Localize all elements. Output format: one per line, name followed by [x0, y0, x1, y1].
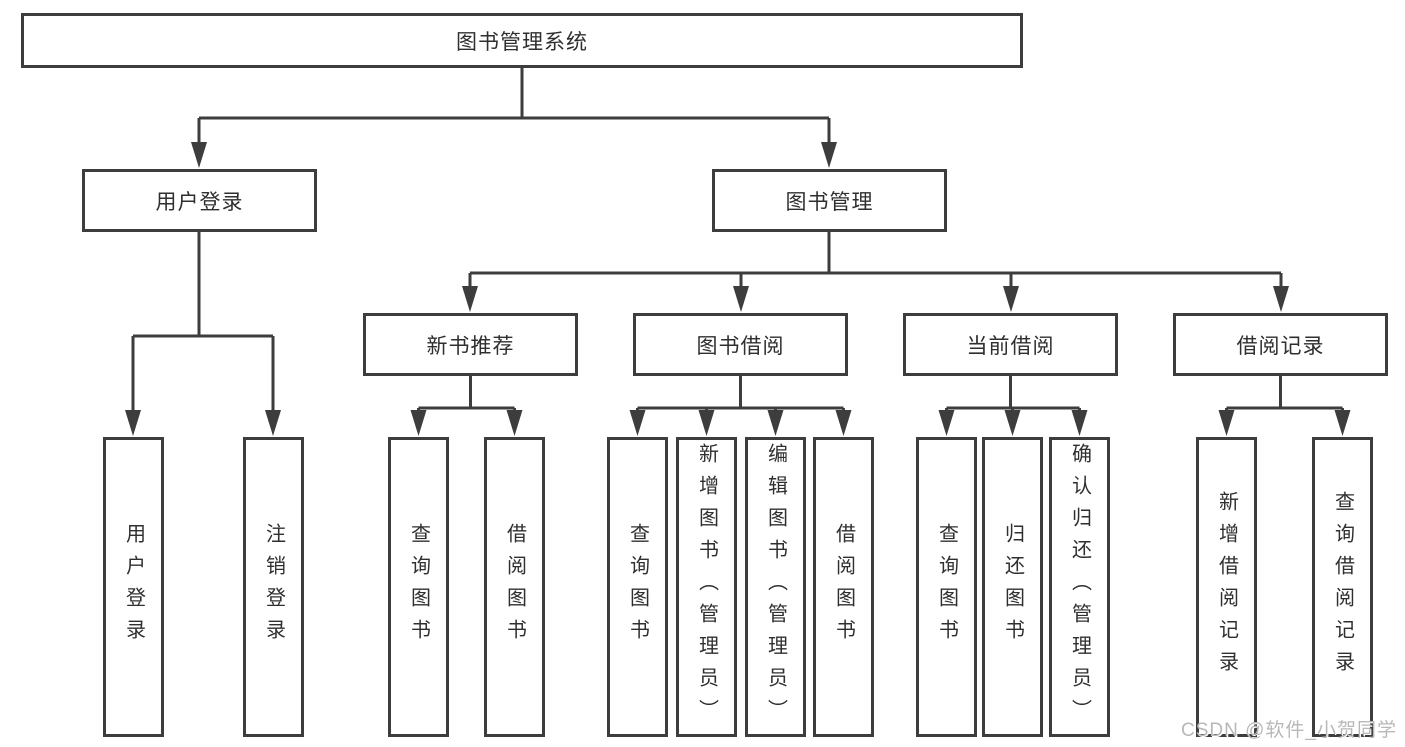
arrowhead	[410, 410, 427, 436]
leaf-borrow-books: 借阅图书	[813, 437, 874, 737]
arrowhead	[767, 410, 784, 436]
leaf-logout-label: 注销登录	[262, 523, 285, 651]
leaf-query-books-label: 查询图书	[407, 523, 430, 651]
leaf-query-books: 查询图书	[607, 437, 668, 737]
node-borrow-records-label: 借阅记录	[1236, 334, 1325, 358]
leaf-query-books-label: 查询图书	[935, 523, 958, 651]
arrowhead	[1071, 410, 1088, 436]
arrowhead	[733, 286, 749, 312]
arrowhead	[938, 410, 955, 436]
leaf-add-books-admin-label: 新增图书（管理员）	[695, 443, 718, 731]
connector-borrowing-to-leaves	[636, 376, 845, 412]
connector-root-to-level2	[197, 68, 831, 144]
leaf-logout: 注销登录	[243, 437, 304, 737]
arrowhead	[1334, 410, 1351, 436]
leaf-user-login-label: 用户登录	[122, 523, 145, 651]
arrowhead	[125, 410, 141, 436]
leaf-user-login: 用户登录	[103, 437, 164, 737]
leaf-borrow-books-label: 借阅图书	[832, 523, 855, 651]
node-user-login: 用户登录	[82, 169, 317, 232]
arrowhead	[1218, 410, 1235, 436]
leaf-return-books: 归还图书	[982, 437, 1043, 737]
leaf-edit-books-admin: 编辑图书（管理员）	[745, 437, 806, 737]
node-new-book-recommendation-label: 新书推荐	[426, 334, 515, 358]
leaf-confirm-return-admin: 确认归还（管理员）	[1049, 437, 1110, 737]
leaf-return-books-label: 归还图书	[1001, 523, 1024, 651]
connector-records-to-leaves	[1225, 376, 1344, 412]
arrowhead	[698, 410, 715, 436]
leaf-edit-books-admin-label: 编辑图书（管理员）	[764, 443, 787, 731]
connector-bookmgmt-to-level3	[468, 232, 1283, 288]
arrowhead	[462, 286, 478, 312]
arrowhead	[191, 142, 207, 168]
arrowhead	[629, 410, 646, 436]
arrowhead	[835, 410, 852, 436]
leaf-query-borrow-record: 查询借阅记录	[1312, 437, 1373, 737]
arrowhead	[821, 142, 837, 168]
leaf-add-books-admin: 新增图书（管理员）	[676, 437, 737, 737]
arrowhead	[1003, 286, 1019, 312]
connector-userlogin-to-leaves	[131, 232, 275, 412]
arrowhead	[506, 410, 523, 436]
node-library-system-label: 图书管理系统	[456, 30, 588, 54]
leaf-borrow-books: 借阅图书	[484, 437, 545, 737]
arrowhead	[1004, 410, 1021, 436]
leaf-query-books-label: 查询图书	[626, 523, 649, 651]
leaf-add-borrow-record: 新增借阅记录	[1196, 437, 1257, 737]
node-library-system: 图书管理系统	[21, 13, 1023, 68]
node-book-management-label: 图书管理	[785, 190, 874, 214]
node-book-borrowing-label: 图书借阅	[696, 334, 785, 358]
node-current-borrowing-label: 当前借阅	[966, 334, 1055, 358]
leaf-borrow-books-label: 借阅图书	[503, 523, 526, 651]
node-book-borrowing: 图书借阅	[633, 313, 848, 376]
node-borrow-records: 借阅记录	[1173, 313, 1388, 376]
csdn-watermark: CSDN @软件_小贺同学	[1181, 720, 1397, 741]
node-current-borrowing: 当前借阅	[903, 313, 1118, 376]
leaf-confirm-return-admin-label: 确认归还（管理员）	[1068, 443, 1091, 731]
connector-newrec-to-leaves	[417, 376, 516, 412]
leaf-add-borrow-record-label: 新增借阅记录	[1215, 491, 1238, 683]
connector-current-to-leaves	[945, 376, 1081, 412]
leaf-query-books: 查询图书	[916, 437, 977, 737]
leaf-query-books: 查询图书	[388, 437, 449, 737]
arrowhead	[265, 410, 281, 436]
arrowhead	[1273, 286, 1289, 312]
node-book-management: 图书管理	[712, 169, 947, 232]
node-user-login-label: 用户登录	[155, 190, 244, 214]
leaf-query-borrow-record-label: 查询借阅记录	[1331, 491, 1354, 683]
node-new-book-recommendation: 新书推荐	[363, 313, 578, 376]
